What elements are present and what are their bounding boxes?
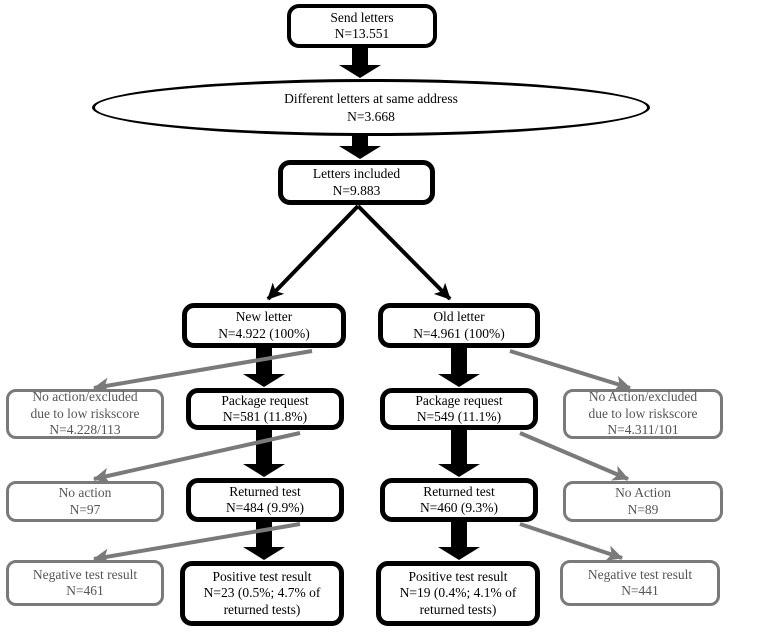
node-label: Positive test result — [408, 568, 508, 584]
node-label: Send letters — [330, 9, 394, 25]
block-arrow-newletter-to-package — [243, 347, 285, 387]
node-new-letter: New letter N=4.922 (100%) — [182, 303, 346, 348]
arrow-newreturned-to-negative — [93, 522, 301, 565]
block-arrow-ellipse-to-included — [339, 130, 381, 159]
node-count: N=4.961 (100%) — [413, 325, 505, 341]
node-old-no-action-riskscore: No Action/excluded due to low riskscore … — [563, 389, 723, 439]
block-arrow-oldpackage-to-returned — [438, 429, 480, 477]
node-old-no-action: No Action N=89 — [563, 481, 723, 522]
node-count: N=484 (9.9%) — [225, 500, 305, 515]
node-label: No action — [58, 485, 112, 501]
block-arrow-newpackage-to-returned — [243, 429, 285, 477]
node-label: Package request — [221, 392, 309, 408]
node-count: N=581 (11.8%) — [222, 409, 308, 424]
node-different-letters-ellipse: Different letters at same address N=3.66… — [92, 79, 650, 136]
node-label: Letters included — [312, 166, 401, 182]
node-new-positive-result: Positive test result N=23 (0.5%; 4.7% of… — [180, 561, 344, 626]
node-count: N=549 (11.1%) — [416, 409, 502, 424]
node-label: New letter — [235, 309, 293, 325]
node-count: N=23 (0.5%; 4.7% of returned tests) — [203, 585, 321, 617]
node-label: Negative test result — [587, 566, 693, 582]
block-arrow-oldreturned-to-positive — [438, 521, 480, 560]
block-arrow-oldletter-to-package — [438, 347, 480, 387]
node-count: N=9.883 — [332, 182, 381, 198]
node-send-letters: Send letters N=13.551 — [287, 4, 437, 48]
node-new-returned-test: Returned test N=484 (9.9%) — [186, 478, 344, 522]
node-label: Positive test result — [212, 568, 312, 584]
arrow-oldpackage-to-noaction — [519, 431, 629, 481]
node-count: N=461 — [66, 583, 104, 598]
node-count: N=460 (9.3%) — [419, 500, 499, 515]
node-label: No Action — [615, 485, 671, 501]
block-arrow-send-to-ellipse — [339, 47, 381, 78]
node-count: N=4.922 (100%) — [218, 325, 310, 341]
node-label: No action/excluded due to low riskscore — [30, 389, 140, 421]
node-old-returned-test: Returned test N=460 (9.3%) — [380, 478, 538, 522]
arrow-included-to-oldletter — [356, 204, 452, 301]
block-arrow-newreturned-to-positive — [243, 521, 285, 560]
node-count: N=89 — [627, 501, 659, 517]
node-label: Negative test result — [32, 566, 138, 582]
arrow-included-to-newletter — [266, 204, 360, 301]
node-label: Returned test — [423, 483, 495, 499]
node-count: N=19 (0.4%; 4.1% of returned tests) — [399, 585, 517, 617]
node-count: N=4.311/101 — [607, 422, 679, 438]
node-new-no-action: No action N=97 — [6, 481, 164, 522]
node-count: N=97 — [69, 501, 101, 517]
node-label: Different letters at same address — [284, 90, 458, 106]
arrow-oldletter-to-riskscore — [509, 349, 631, 392]
node-new-no-action-riskscore: No action/excluded due to low riskscore … — [6, 389, 164, 439]
node-old-package-request: Package request N=549 (11.1%) — [380, 388, 538, 430]
arrow-oldreturned-to-negative — [519, 522, 623, 561]
node-label: Returned test — [229, 483, 301, 499]
node-count: N=4.228/113 — [49, 422, 121, 438]
node-label: Old letter — [433, 309, 485, 325]
node-label: Package request — [415, 392, 503, 408]
node-old-positive-result: Positive test result N=19 (0.4%; 4.1% of… — [376, 561, 540, 626]
node-letters-included: Letters included N=9.883 — [278, 160, 435, 205]
node-count: N=441 — [621, 583, 659, 598]
node-count: N=3.668 — [347, 108, 395, 124]
node-old-negative-result: Negative test result N=441 — [560, 560, 720, 606]
arrow-newletter-to-riskscore — [93, 349, 313, 394]
node-new-negative-result: Negative test result N=461 — [6, 560, 164, 606]
node-count: N=13.551 — [334, 26, 390, 41]
node-new-package-request: Package request N=581 (11.8%) — [186, 388, 344, 430]
arrow-newpackage-to-noaction — [93, 431, 301, 484]
node-old-letter: Old letter N=4.961 (100%) — [378, 303, 540, 348]
node-label: No Action/excluded due to low riskscore — [588, 389, 698, 421]
